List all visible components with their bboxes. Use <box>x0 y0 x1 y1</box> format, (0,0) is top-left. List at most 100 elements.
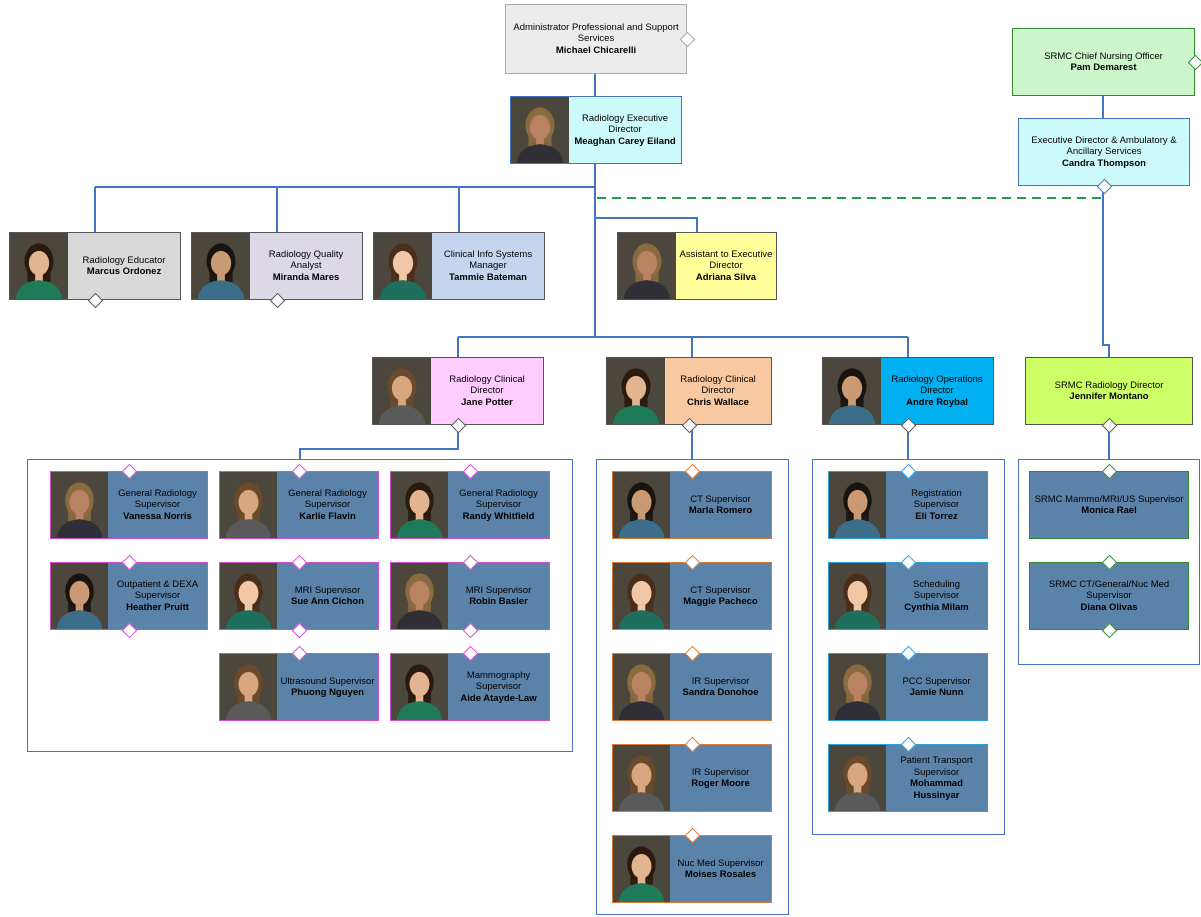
node-title: Radiology Quality Analyst <box>268 248 344 272</box>
node-name: Marla Romero <box>688 505 753 516</box>
node-name: Miranda Mares <box>272 271 340 283</box>
node-title: SRMC Mammo/MRI/US Supervisor <box>1034 493 1184 505</box>
node-title: Scheduling Supervisor <box>912 578 960 602</box>
node-name: Eli Torrez <box>915 510 958 522</box>
node-title: General Radiology Supervisor <box>118 487 197 511</box>
node-name: Mohammad Hussinyar <box>910 778 963 801</box>
portrait-photo <box>613 745 670 811</box>
node-title: MRI Supervisor <box>465 584 532 596</box>
portrait-photo <box>51 472 108 538</box>
node-title: Patient Transport Supervisor <box>900 755 973 778</box>
org-node-admin[interactable]: Administrator Professional and Support S… <box>505 4 687 74</box>
node-title: Administrator Professional and Support S… <box>513 21 679 45</box>
node-name: Jennifer Montano <box>1069 391 1149 402</box>
node-title: Ultrasound Supervisor <box>280 675 375 687</box>
portrait-photo <box>220 563 277 629</box>
node-title: IR Supervisor <box>691 766 750 778</box>
node-title: Outpatient & DEXA Supervisor <box>116 578 199 602</box>
portrait-photo <box>613 563 670 629</box>
portrait-photo <box>192 233 250 299</box>
portrait-photo <box>613 472 670 538</box>
node-title: SRMC Chief Nursing Officer <box>1044 50 1163 62</box>
portrait-photo <box>391 563 448 629</box>
edge-clin1-panel <box>299 425 459 459</box>
node-name: Moises Rosales <box>684 869 757 880</box>
node-title: IR Supervisor <box>691 675 750 687</box>
node-title: General Radiology Supervisor <box>288 487 367 511</box>
node-name: Sandra Donohoe <box>682 687 759 698</box>
portrait-photo <box>823 358 881 424</box>
node-title: General Radiology Supervisor <box>459 487 538 511</box>
portrait-photo <box>613 654 670 720</box>
node-title: Executive Director & Ambulatory & Ancill… <box>1031 134 1177 158</box>
node-name: Heather Pruitt <box>126 601 189 613</box>
node-name: Jane Potter <box>461 396 513 408</box>
node-title: Radiology Educator <box>82 254 166 266</box>
node-title: SRMC Radiology Director <box>1054 379 1164 391</box>
node-title: PCC Supervisor <box>902 675 971 687</box>
node-title: SRMC CT/General/Nuc Med Supervisor <box>1048 578 1170 602</box>
portrait-photo <box>220 472 277 538</box>
node-title: Registration Supervisor <box>911 487 962 511</box>
portrait-photo <box>374 233 432 299</box>
node-name: Adriana Silva <box>695 271 757 283</box>
node-name: Phuong Nguyen <box>291 687 364 698</box>
node-name: Cynthia Milam <box>904 601 969 613</box>
node-title: CT Supervisor <box>690 493 751 505</box>
portrait-photo <box>391 472 448 538</box>
node-name: Sue Ann Cichon <box>290 596 364 607</box>
node-name: Pam Demarest <box>1070 62 1137 73</box>
org-node-amb[interactable]: Executive Director & Ambulatory & Ancill… <box>1018 118 1190 186</box>
node-name: Roger Moore <box>691 778 750 789</box>
node-name: Michael Chicarelli <box>555 44 637 56</box>
node-title: Radiology Clinical Director <box>449 373 525 397</box>
edge-amb-srmcdir <box>1102 186 1110 357</box>
